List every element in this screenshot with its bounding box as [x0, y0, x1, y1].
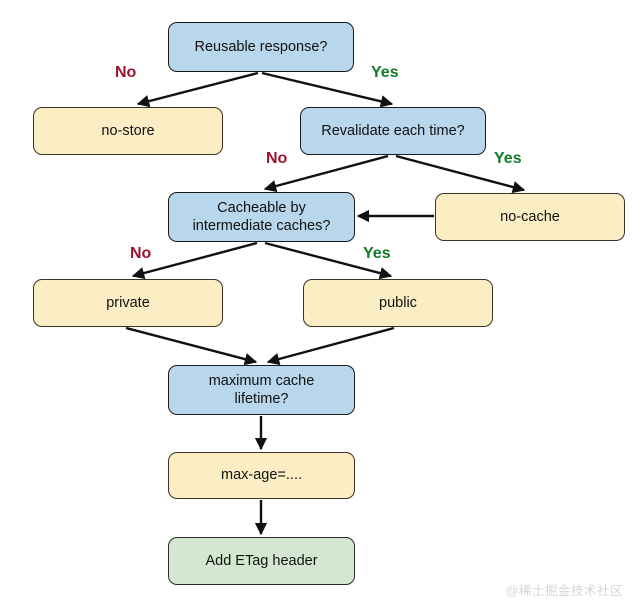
- edge-label-no-cacheable: No: [130, 245, 152, 262]
- watermark: @稀土掘金技术社区: [505, 584, 623, 598]
- node-label: Reusable response?: [194, 38, 328, 55]
- node-add-etag-header[interactable]: Add ETag header: [168, 537, 355, 585]
- node-label: max-age=....: [221, 467, 302, 484]
- edge-label-yes-revalidate: Yes: [494, 150, 522, 167]
- node-label: Add ETag header: [205, 552, 318, 569]
- node-public[interactable]: public: [303, 279, 493, 327]
- edge-reusable-to-no-store: [136, 71, 259, 108]
- node-label: no-cache: [500, 208, 560, 225]
- edge-cacheable-to-private: [131, 241, 258, 280]
- edge-label-no-revalidate: No: [266, 150, 288, 167]
- node-label: public: [379, 294, 417, 311]
- node-maximum-cache-lifetime[interactable]: maximum cache lifetime?: [168, 365, 355, 415]
- node-max-age[interactable]: max-age=....: [168, 452, 355, 499]
- node-private[interactable]: private: [33, 279, 223, 327]
- node-no-cache[interactable]: no-cache: [435, 193, 625, 241]
- edge-label-yes-cacheable: Yes: [363, 245, 391, 262]
- node-label: private: [106, 294, 150, 311]
- node-label: Revalidate each time?: [321, 122, 465, 139]
- edge-label-yes-reusable: Yes: [371, 64, 399, 81]
- edge-label-no-reusable: No: [115, 64, 137, 81]
- node-reusable-response[interactable]: Reusable response?: [168, 22, 354, 72]
- node-revalidate-each-time[interactable]: Revalidate each time?: [300, 107, 486, 155]
- node-label: maximum cache lifetime?: [208, 372, 315, 407]
- node-label: no-store: [101, 122, 155, 139]
- edge-public-to-max-lifetime: [266, 326, 395, 366]
- node-cacheable-by-intermediate-caches[interactable]: Cacheable by intermediate caches?: [168, 192, 355, 242]
- edge-private-to-max-lifetime: [125, 326, 258, 366]
- node-label: Cacheable by intermediate caches?: [192, 199, 331, 234]
- node-no-store[interactable]: no-store: [33, 107, 223, 155]
